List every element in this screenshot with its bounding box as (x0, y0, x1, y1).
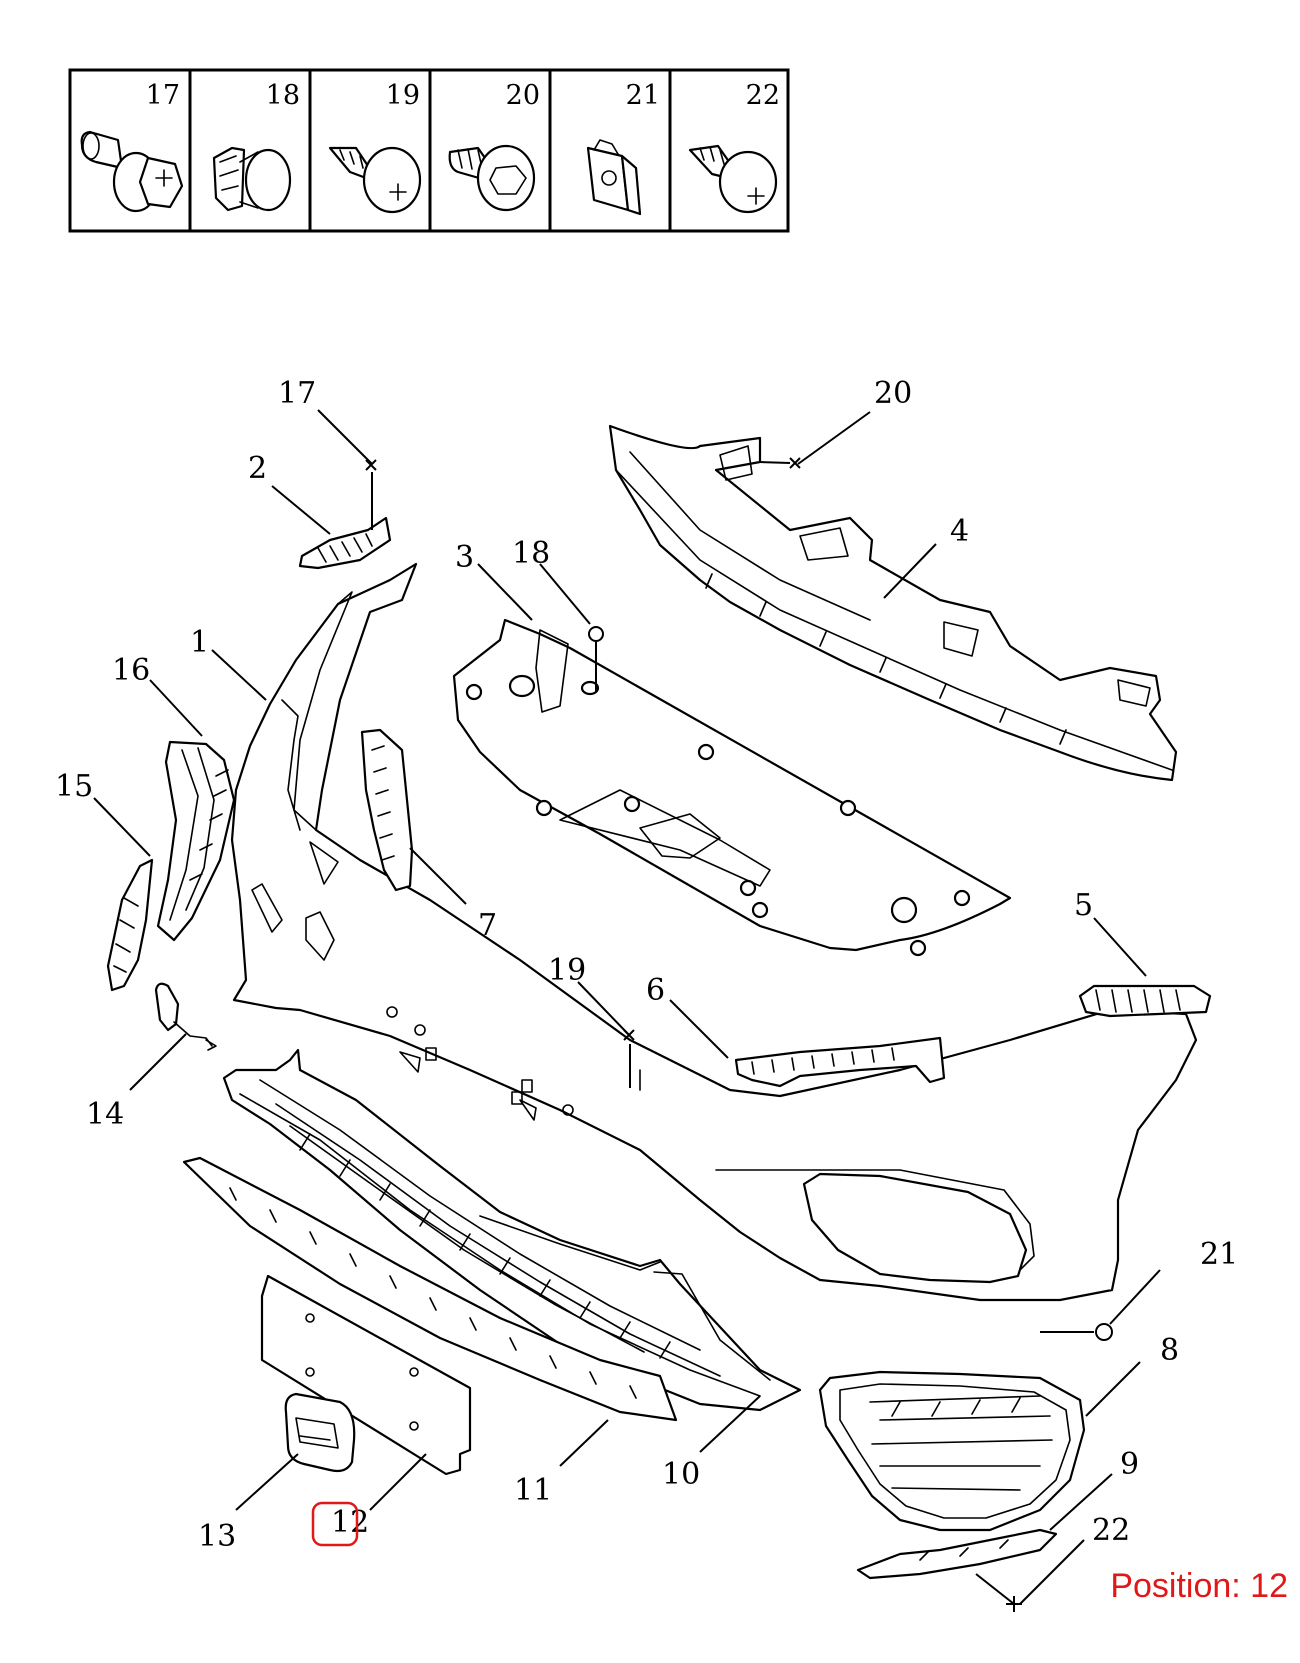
part-11-lower-lip (182, 1156, 678, 1422)
table-number-17: 17 (146, 80, 180, 111)
speed-nut-icon (586, 139, 642, 216)
tapping-screw-icon (328, 146, 422, 214)
callout-9: 9 (1120, 1447, 1139, 1482)
part-14-tow-cap (154, 982, 217, 1051)
part-5-right-bracket (1078, 984, 1212, 1018)
callout-21: 21 (1200, 1237, 1238, 1272)
part-3-upper-cover (452, 618, 1012, 957)
callout-14: 14 (86, 1097, 124, 1132)
callout-4: 4 (950, 514, 969, 549)
part-1-bumper-cover (230, 562, 1198, 1302)
table-number-20: 20 (506, 80, 540, 111)
part-15-side-trim (106, 858, 154, 992)
callout-7: 7 (478, 908, 497, 943)
callout-17: 17 (278, 376, 316, 411)
callout-10: 10 (662, 1457, 700, 1492)
part-7-inner-bracket (360, 728, 414, 892)
table-number-19: 19 (386, 80, 420, 111)
callout-18: 18 (512, 536, 550, 571)
part-6-center-bracket (734, 1036, 946, 1088)
callout-3: 3 (455, 540, 474, 575)
callout-11: 11 (514, 1473, 552, 1508)
table-number-21: 21 (626, 80, 660, 111)
part-9-trim-strip (856, 1528, 1058, 1580)
callout-16: 16 (112, 653, 150, 688)
callout-1: 1 (190, 625, 209, 660)
fastener-table: 17 18 19 20 21 22 (68, 68, 790, 233)
part-8-fog-bezel (818, 1370, 1086, 1532)
callout-19: 19 (548, 953, 586, 988)
callout-13: 13 (198, 1519, 236, 1554)
leader-lines (93, 409, 1161, 1612)
callout-15: 15 (55, 769, 93, 804)
callout-2: 2 (248, 451, 267, 486)
part-16-side-guide (156, 740, 236, 942)
callout-12: 12 (331, 1505, 369, 1540)
hex-bolt-icon (448, 144, 536, 212)
table-number-18: 18 (266, 80, 300, 111)
callout-6: 6 (646, 973, 665, 1008)
part-4-upper-beam (608, 424, 1178, 782)
part-2-left-bracket (298, 516, 392, 570)
table-number-22: 22 (746, 80, 780, 111)
push-clip-icon (212, 146, 292, 212)
pan-head-screw-icon (688, 144, 778, 214)
callout-labels: 17 2 20 4 3 18 1 16 15 7 5 19 6 14 21 8 … (55, 376, 1238, 1554)
callout-8: 8 (1160, 1333, 1179, 1368)
part-13-tow-hook-cover (284, 1392, 356, 1473)
flange-bolt-icon (80, 130, 184, 213)
position-label: Position: 12 (1110, 1567, 1288, 1605)
callout-12-highlight (311, 1501, 359, 1547)
callout-5: 5 (1074, 888, 1093, 923)
callout-20: 20 (874, 376, 912, 411)
part-10-lower-grille (222, 1048, 802, 1412)
callout-22: 22 (1092, 1513, 1130, 1548)
